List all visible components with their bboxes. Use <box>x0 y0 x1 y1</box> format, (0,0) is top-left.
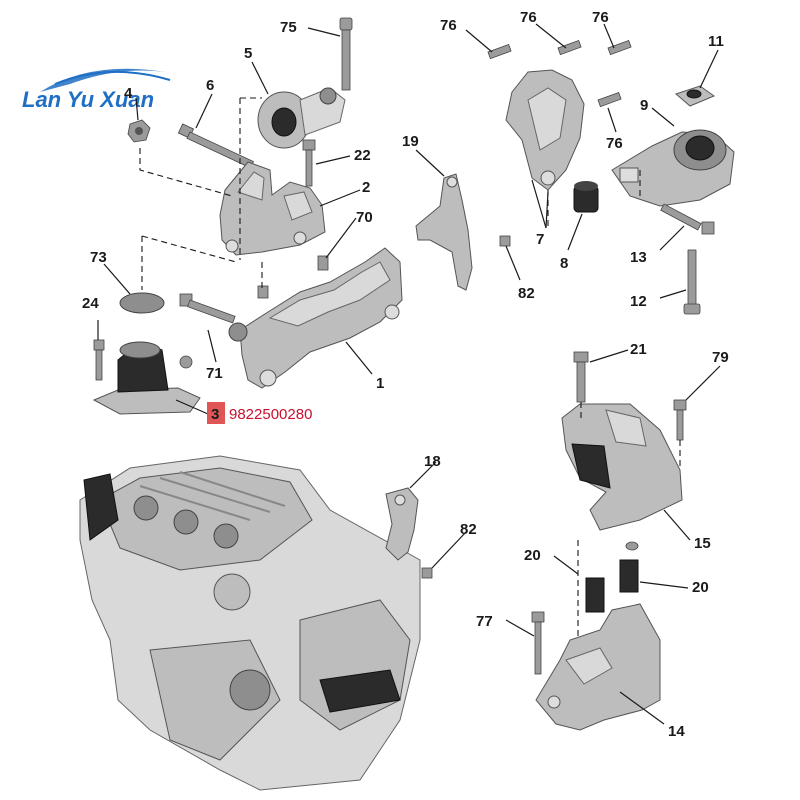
callout-9: 9 <box>640 97 648 114</box>
bolt-6 <box>177 123 254 169</box>
callout-70: 70 <box>356 209 373 226</box>
callout-19: 19 <box>402 133 419 150</box>
transmission-mount-assembly <box>531 351 687 731</box>
bracket-19 <box>415 173 473 291</box>
callout-76-b: 76 <box>520 9 537 26</box>
bracket-7 <box>505 69 585 191</box>
callout-6: 6 <box>206 77 214 94</box>
watermark-text: Lan Yu Xuan <box>22 87 154 112</box>
nut-4 <box>127 119 151 143</box>
bolt-71 <box>179 293 236 324</box>
left-mount-assembly <box>92 17 403 415</box>
bolt-22 <box>302 139 316 187</box>
support-1 <box>228 247 403 389</box>
mount-15 <box>561 403 683 531</box>
callout-71: 71 <box>206 365 223 382</box>
highlight-box <box>207 402 225 424</box>
part-number: 9822500280 <box>229 406 312 423</box>
callout-3: 3 <box>211 406 219 423</box>
bolt-13 <box>660 203 715 235</box>
spacer-70 <box>257 255 329 299</box>
callout-4: 4 <box>124 85 133 102</box>
bracket-2 <box>219 161 326 256</box>
callout-13: 13 <box>630 249 647 266</box>
leader-lines <box>97 23 721 725</box>
callout-82-top: 82 <box>518 285 535 302</box>
bolt-76-group <box>487 39 632 108</box>
callout-18: 18 <box>424 453 441 470</box>
callout-12: 12 <box>630 293 647 310</box>
callout-21: 21 <box>630 341 647 358</box>
engine-illustration <box>79 455 421 791</box>
bolt-12 <box>683 249 701 315</box>
callout-20-b: 20 <box>692 579 709 596</box>
callout-15: 15 <box>694 535 711 552</box>
bolt-75 <box>339 17 353 91</box>
bolt-82-top <box>499 235 511 247</box>
bolt-21 <box>573 351 589 403</box>
callout-76-d: 76 <box>606 135 623 152</box>
engine-mount-3 <box>92 341 201 415</box>
callout-75: 75 <box>280 19 297 36</box>
bracket-18 <box>385 487 419 561</box>
callout-11: 11 <box>708 33 724 50</box>
callout-76-a: 76 <box>440 17 457 34</box>
brand-logo: Lan Yu Xuan <box>22 68 171 112</box>
callout-14: 14 <box>668 723 685 740</box>
callout-5: 5 <box>244 45 252 62</box>
bolt-79 <box>673 399 687 441</box>
highlighted-part-label: 3 9822500280 <box>207 402 312 424</box>
callout-1: 1 <box>376 375 384 392</box>
bracket-14 <box>535 603 661 731</box>
mount-link-5 <box>257 87 346 149</box>
pads-20 <box>585 541 639 613</box>
callout-20-a: 20 <box>524 547 541 564</box>
nut-11 <box>675 85 716 107</box>
callout-2: 2 <box>362 179 370 196</box>
callout-73: 73 <box>90 249 107 266</box>
callout-8: 8 <box>560 255 568 272</box>
callout-24: 24 <box>82 295 99 312</box>
callout-82-bottom: 82 <box>460 521 477 538</box>
callout-77: 77 <box>476 613 493 630</box>
mount-9 <box>611 129 735 207</box>
bolt-82-bottom <box>421 567 433 579</box>
bushing-8 <box>573 181 599 213</box>
right-mount-assembly <box>415 39 735 315</box>
callout-79: 79 <box>712 349 729 366</box>
washer-73 <box>119 292 165 314</box>
bolt-77 <box>531 611 545 675</box>
callout-76-c: 76 <box>592 9 609 26</box>
callout-22: 22 <box>354 147 371 164</box>
bolt-24 <box>93 339 105 381</box>
callout-7: 7 <box>536 231 544 248</box>
callout-labels: 75 5 6 4 22 2 70 73 24 71 1 19 82 76 76 … <box>82 9 729 740</box>
